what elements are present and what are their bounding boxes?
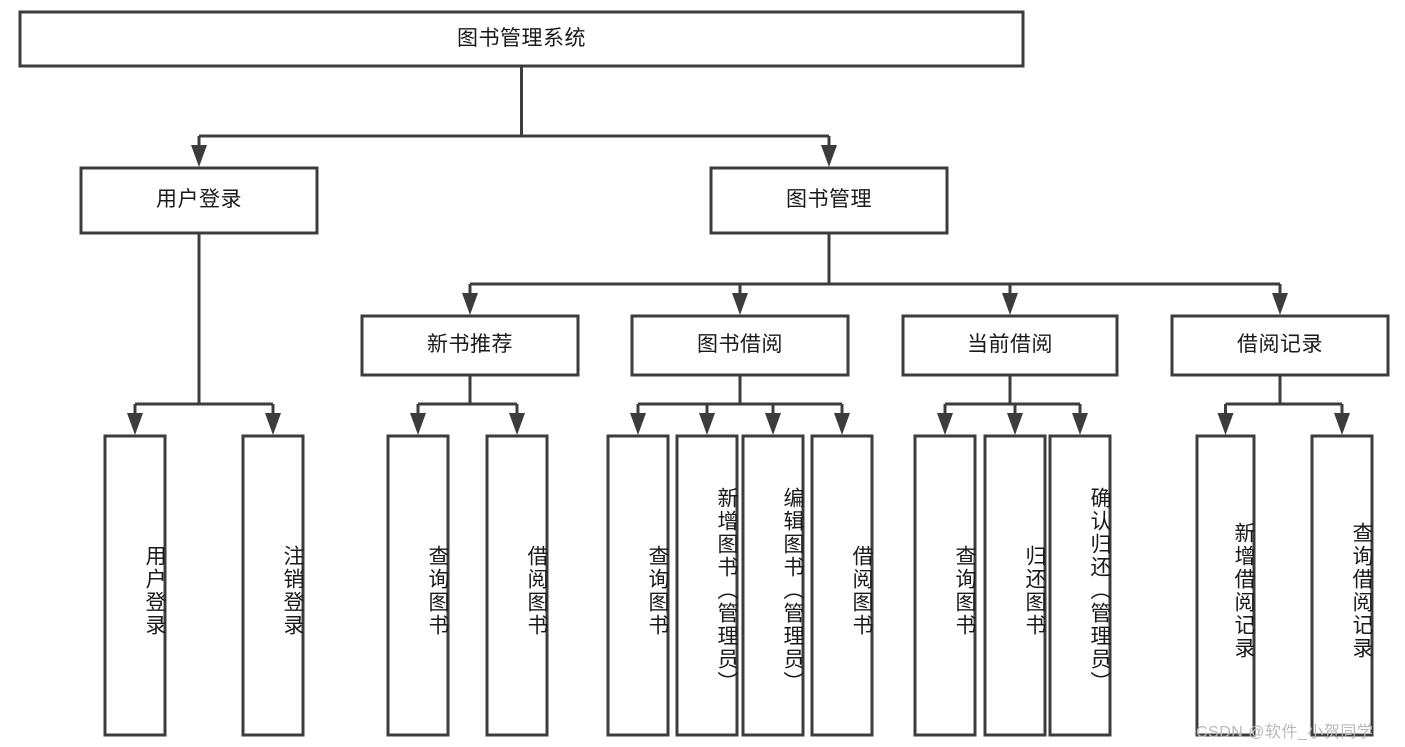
node-box-leaf03[interactable] [386,434,450,737]
arrowhead-icon [410,413,426,435]
arrowhead-icon [821,145,837,167]
arrowhead-icon [191,145,207,167]
node-box-leaf07[interactable] [741,434,805,737]
arrowhead-icon [265,413,281,435]
node-box-leaf06[interactable] [675,434,739,737]
arrowhead-icon [462,293,478,315]
arrowhead-icon [699,413,715,435]
arrowhead-icon [1072,413,1088,435]
node-box-leaf02[interactable] [241,434,305,737]
arrowhead-icon [1002,293,1018,315]
node-box-l2d[interactable] [1170,314,1390,377]
node-box-leaf12[interactable] [1195,434,1256,737]
node-box-root[interactable] [18,10,1025,68]
arrowhead-icon [630,413,646,435]
node-box-leaf09[interactable] [913,434,977,737]
arrowhead-icon [1007,413,1023,435]
arrowhead-icon [127,413,143,435]
arrowhead-icon [1334,413,1350,435]
node-box-leaf13[interactable] [1310,434,1374,737]
node-box-leaf10[interactable] [983,434,1047,737]
node-box-l1b[interactable] [709,166,949,235]
node-box-leaf01[interactable] [103,434,167,737]
node-box-leaf05[interactable] [606,434,670,737]
node-box-leaf11[interactable] [1048,434,1112,737]
arrowhead-icon [732,293,748,315]
arrowhead-icon [1217,413,1234,435]
csdn-watermark: CSDN @软件_小贺同学 [1196,724,1374,741]
node-box-l2c[interactable] [901,314,1119,377]
node-box-l2b[interactable] [630,314,850,377]
connector-layer [127,66,1350,435]
node-box-leaf08[interactable] [810,434,874,737]
arrowhead-icon [834,413,850,435]
node-box-l1a[interactable] [79,166,319,235]
arrowhead-icon [509,413,525,435]
arrowhead-icon [937,413,953,435]
node-box-leaf04[interactable] [485,434,549,737]
arrowhead-icon [765,413,781,435]
node-box-l2a[interactable] [360,314,580,377]
arrowhead-icon [1272,293,1288,315]
